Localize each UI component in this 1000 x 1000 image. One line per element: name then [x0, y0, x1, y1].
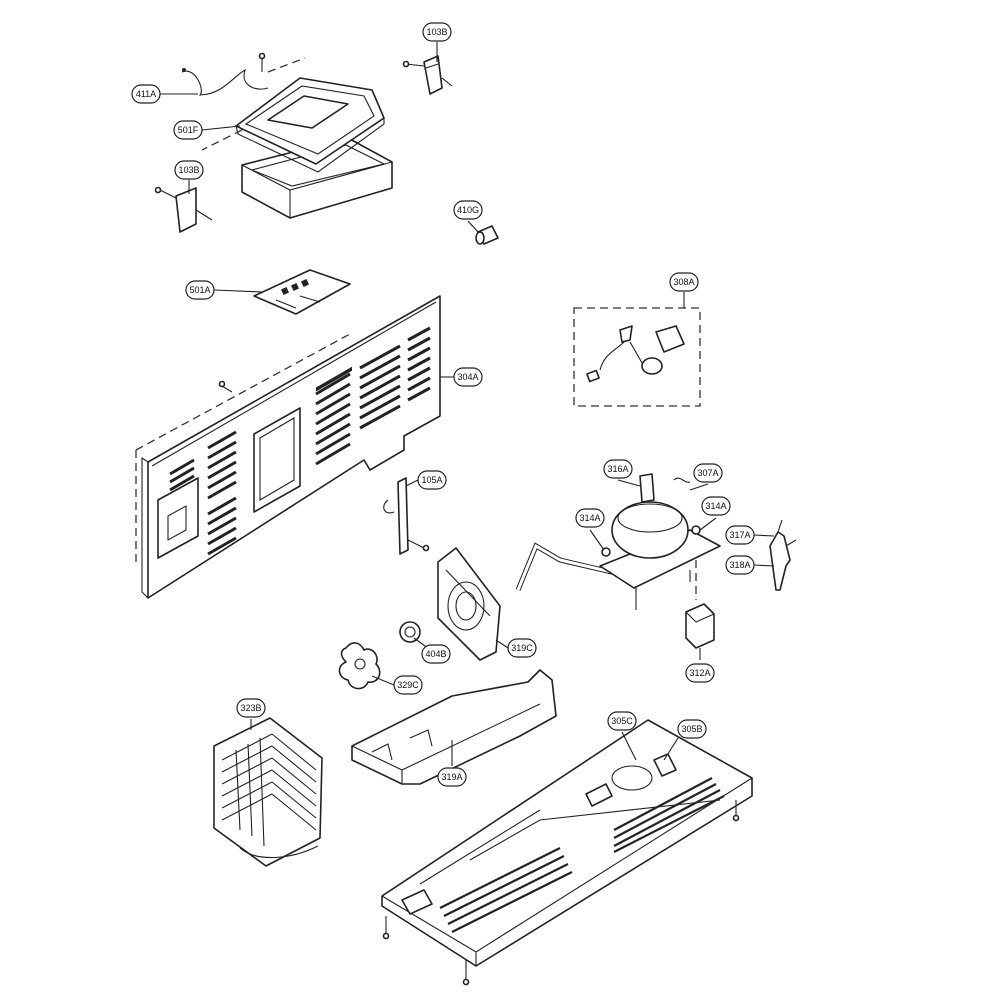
plug-410G: [475, 225, 499, 245]
callout-305B: 305B: [677, 719, 707, 739]
callout-label: 312A: [689, 668, 710, 678]
callout-319C: 319C: [507, 638, 537, 658]
condenser-323B: [213, 717, 323, 867]
callout-316A: 316A: [603, 459, 633, 479]
callout-label: 319A: [441, 772, 462, 782]
base-plate: [381, 719, 753, 986]
callout-410G: 410G: [453, 200, 483, 220]
rod-105A: [383, 477, 430, 555]
callout-103B-top: 103B: [422, 22, 452, 42]
bracket-103B-left: [154, 186, 213, 233]
callout-label: 314A: [705, 501, 726, 511]
relay-312A: [685, 603, 715, 649]
pcb-501A: [253, 269, 351, 315]
leader-lines: [160, 42, 775, 766]
callout-label: 308A: [673, 277, 694, 287]
callout-307A: 307A: [693, 463, 723, 483]
callout-label: 314A: [579, 513, 600, 523]
compressor-assembly: [515, 473, 721, 610]
fan-shroud-319C: [437, 547, 501, 661]
callout-label: 103B: [178, 165, 199, 175]
callout-label: 307A: [697, 468, 718, 478]
callout-411A: 411A: [131, 84, 161, 104]
callout-304A: 304A: [453, 367, 483, 387]
callout-label: 316A: [607, 464, 628, 474]
callout-label: 318A: [729, 560, 750, 570]
bracket-103B-top: [402, 55, 453, 95]
callout-label: 103B: [426, 27, 447, 37]
fan-blade-329C: [338, 642, 381, 690]
callout-label: 317A: [729, 530, 750, 540]
callout-501F: 501F: [173, 120, 203, 140]
callout-label: 319C: [511, 643, 533, 653]
rear-panel-304A: [135, 295, 441, 599]
callout-314A-left: 314A: [575, 508, 605, 528]
callout-318A: 318A: [725, 555, 755, 575]
callout-label: 501A: [189, 285, 210, 295]
callout-label: 323B: [240, 703, 261, 713]
callout-317A: 317A: [725, 525, 755, 545]
callout-323B: 323B: [236, 698, 266, 718]
callout-label: 410G: [457, 205, 479, 215]
callout-319A: 319A: [437, 767, 467, 787]
callout-label: 305C: [611, 716, 633, 726]
callout-501A: 501A: [185, 280, 215, 300]
callout-329C: 329C: [393, 675, 423, 695]
callout-label: 411A: [136, 89, 156, 99]
base-tray-319A: [351, 669, 557, 785]
callout-404B: 404B: [421, 644, 451, 664]
callout-label: 329C: [397, 680, 419, 690]
callout-312A: 312A: [685, 663, 715, 683]
valve-317A: [769, 519, 797, 591]
callout-label: 105A: [421, 475, 442, 485]
callout-label: 501F: [178, 125, 199, 135]
callout-105A: 105A: [417, 470, 447, 490]
callout-label: 304A: [457, 372, 478, 382]
callout-305C: 305C: [607, 711, 637, 731]
callout-label: 305B: [681, 724, 702, 734]
callout-308A: 308A: [669, 272, 699, 292]
callout-label: 404B: [425, 649, 446, 659]
callout-103B-left: 103B: [174, 160, 204, 180]
control-box-assembly: [181, 52, 393, 219]
fan-motor-404B: [399, 621, 421, 643]
wiring-kit-box-308A: [573, 307, 701, 407]
callout-314A-right: 314A: [701, 496, 731, 516]
